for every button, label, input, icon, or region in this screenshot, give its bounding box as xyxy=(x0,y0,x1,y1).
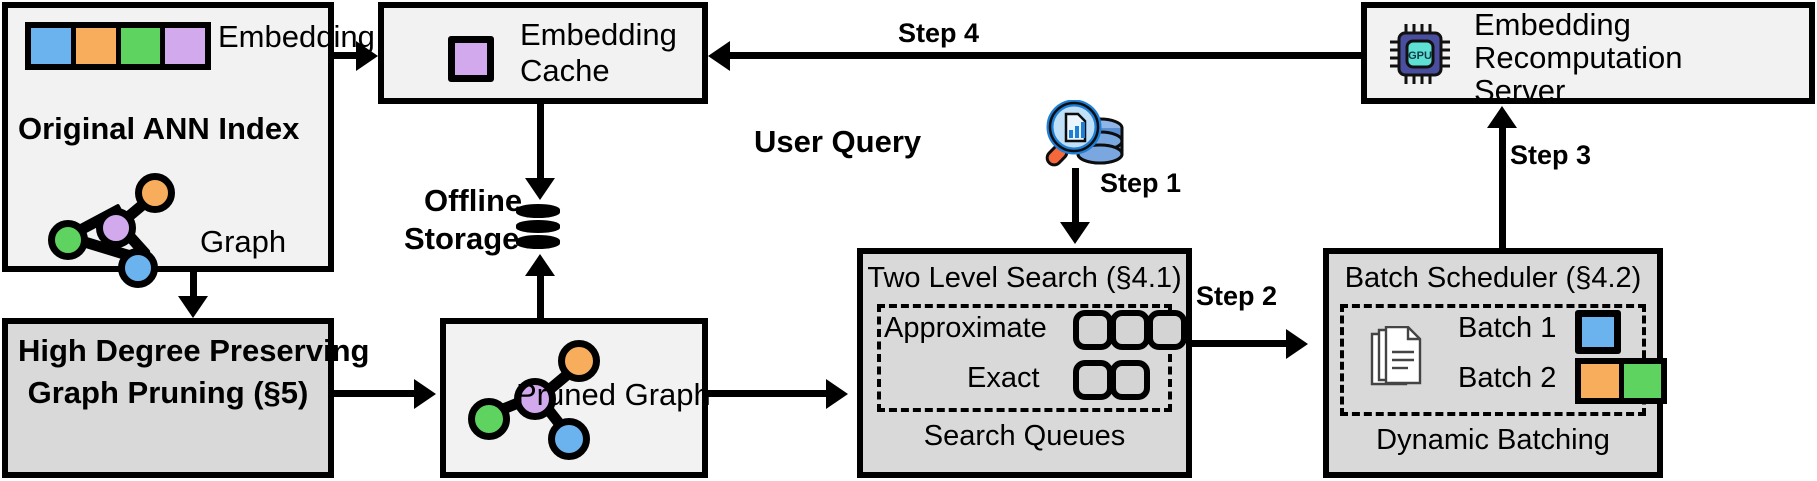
connector-scheduler-to-server xyxy=(1499,128,1506,248)
step-1-label: Step 1 xyxy=(1100,168,1182,198)
batch-scheduler-title: Batch Scheduler (§4.2) xyxy=(1344,262,1642,294)
graph-node-orange xyxy=(135,173,175,213)
embedding-cache-box xyxy=(378,2,708,104)
graph-node-green xyxy=(468,398,510,440)
embedding-cache-chip xyxy=(448,36,494,82)
embedding-label: Embedding xyxy=(218,19,375,54)
embedding-strip xyxy=(25,22,211,70)
pruned-graph-widget xyxy=(458,340,600,460)
search-slot xyxy=(1073,310,1113,350)
search-slot xyxy=(1110,360,1150,400)
batch-2-chip-green xyxy=(1623,364,1661,398)
embedding-cell-green xyxy=(120,28,166,64)
connector-search-to-scheduler xyxy=(1192,340,1292,347)
original-ann-index-title: Original ANN Index xyxy=(18,111,300,146)
embedding-cell-blue xyxy=(31,28,76,64)
offline-storage-line1: Offline xyxy=(424,183,523,218)
graph-node-blue xyxy=(548,418,590,460)
connector-query-to-search-head xyxy=(1060,222,1090,244)
embedding-cell-orange xyxy=(75,28,121,64)
query-magnifier-database-icon xyxy=(1045,100,1124,167)
batch-1-label: Batch 1 xyxy=(1458,312,1557,344)
recomputation-server-line3: Server xyxy=(1474,73,1566,108)
connector-pruned-graph-to-search xyxy=(708,390,832,397)
search-slot xyxy=(1110,310,1150,350)
search-row-label-approximate: Approximate xyxy=(884,312,1047,344)
gpu-chip-icon: GPU xyxy=(1390,24,1450,84)
graph-node-purple xyxy=(96,208,136,248)
search-row-label-exact: Exact xyxy=(967,362,1040,394)
search-queues-panel xyxy=(877,304,1172,412)
connector-index-to-cache xyxy=(334,52,362,59)
graph-node-blue xyxy=(118,248,158,288)
recomputation-server-line2: Recomputation xyxy=(1474,40,1683,75)
two-level-search-title: Two Level Search (§4.1) xyxy=(867,262,1182,294)
step-2-label: Step 2 xyxy=(1196,281,1278,311)
connector-server-to-cache-head xyxy=(708,41,730,71)
connector-index-to-pruning xyxy=(190,272,197,300)
graph-node-green xyxy=(48,220,88,260)
connector-scheduler-to-server-head xyxy=(1487,106,1517,128)
original-graph-widget xyxy=(40,168,175,288)
search-slot xyxy=(1147,310,1187,350)
connector-pruning-to-pruned-graph-head xyxy=(414,379,436,409)
offline-storage-line2: Storage xyxy=(404,221,520,256)
batch-2-chip-group xyxy=(1575,358,1667,404)
batch-2-label: Batch 2 xyxy=(1458,362,1557,394)
graph-label: Graph xyxy=(200,224,287,259)
gpu-chip-icon-text: GPU xyxy=(1408,50,1432,62)
connector-pruned-graph-to-storage-head xyxy=(525,254,555,276)
batch-2-chip-orange xyxy=(1581,364,1624,398)
connector-index-to-pruning-head xyxy=(178,296,208,318)
graph-node-purple xyxy=(514,378,556,420)
graph-node-orange xyxy=(558,340,600,382)
step-3-label: Step 3 xyxy=(1510,140,1592,170)
search-slot xyxy=(1073,360,1113,400)
step-4-label: Step 4 xyxy=(898,18,980,48)
graph-pruning-line2: Graph Pruning (§5) xyxy=(27,375,309,410)
documents-stack-icon xyxy=(1370,326,1422,386)
search-queues-footer: Search Queues xyxy=(923,420,1126,452)
embedding-cell-purple xyxy=(165,28,205,64)
graph-pruning-line1: High Degree Preserving xyxy=(18,333,370,368)
embedding-cache-line1: Embedding xyxy=(520,17,677,52)
connector-query-to-search xyxy=(1072,168,1079,226)
dynamic-batching-footer: Dynamic Batching xyxy=(1376,424,1610,456)
batch-1-chip-blue xyxy=(1575,310,1621,354)
connector-pruning-to-pruned-graph xyxy=(334,390,420,397)
graph-pruning-box xyxy=(2,318,334,478)
connector-pruned-graph-to-search-head xyxy=(826,379,848,409)
connector-cache-to-storage xyxy=(537,104,544,182)
pruned-graph-label: Pruned Graph xyxy=(516,377,711,412)
connector-server-to-cache xyxy=(730,52,1362,59)
user-query-label: User Query xyxy=(754,124,922,159)
connector-index-to-cache-head xyxy=(356,41,378,71)
recomputation-server-line1: Embedding xyxy=(1474,7,1631,42)
connector-search-to-scheduler-head xyxy=(1286,329,1308,359)
connector-cache-to-storage-head xyxy=(525,178,555,200)
embedding-cache-line2: Cache xyxy=(520,53,610,88)
database-cylinder-icon xyxy=(516,204,560,250)
